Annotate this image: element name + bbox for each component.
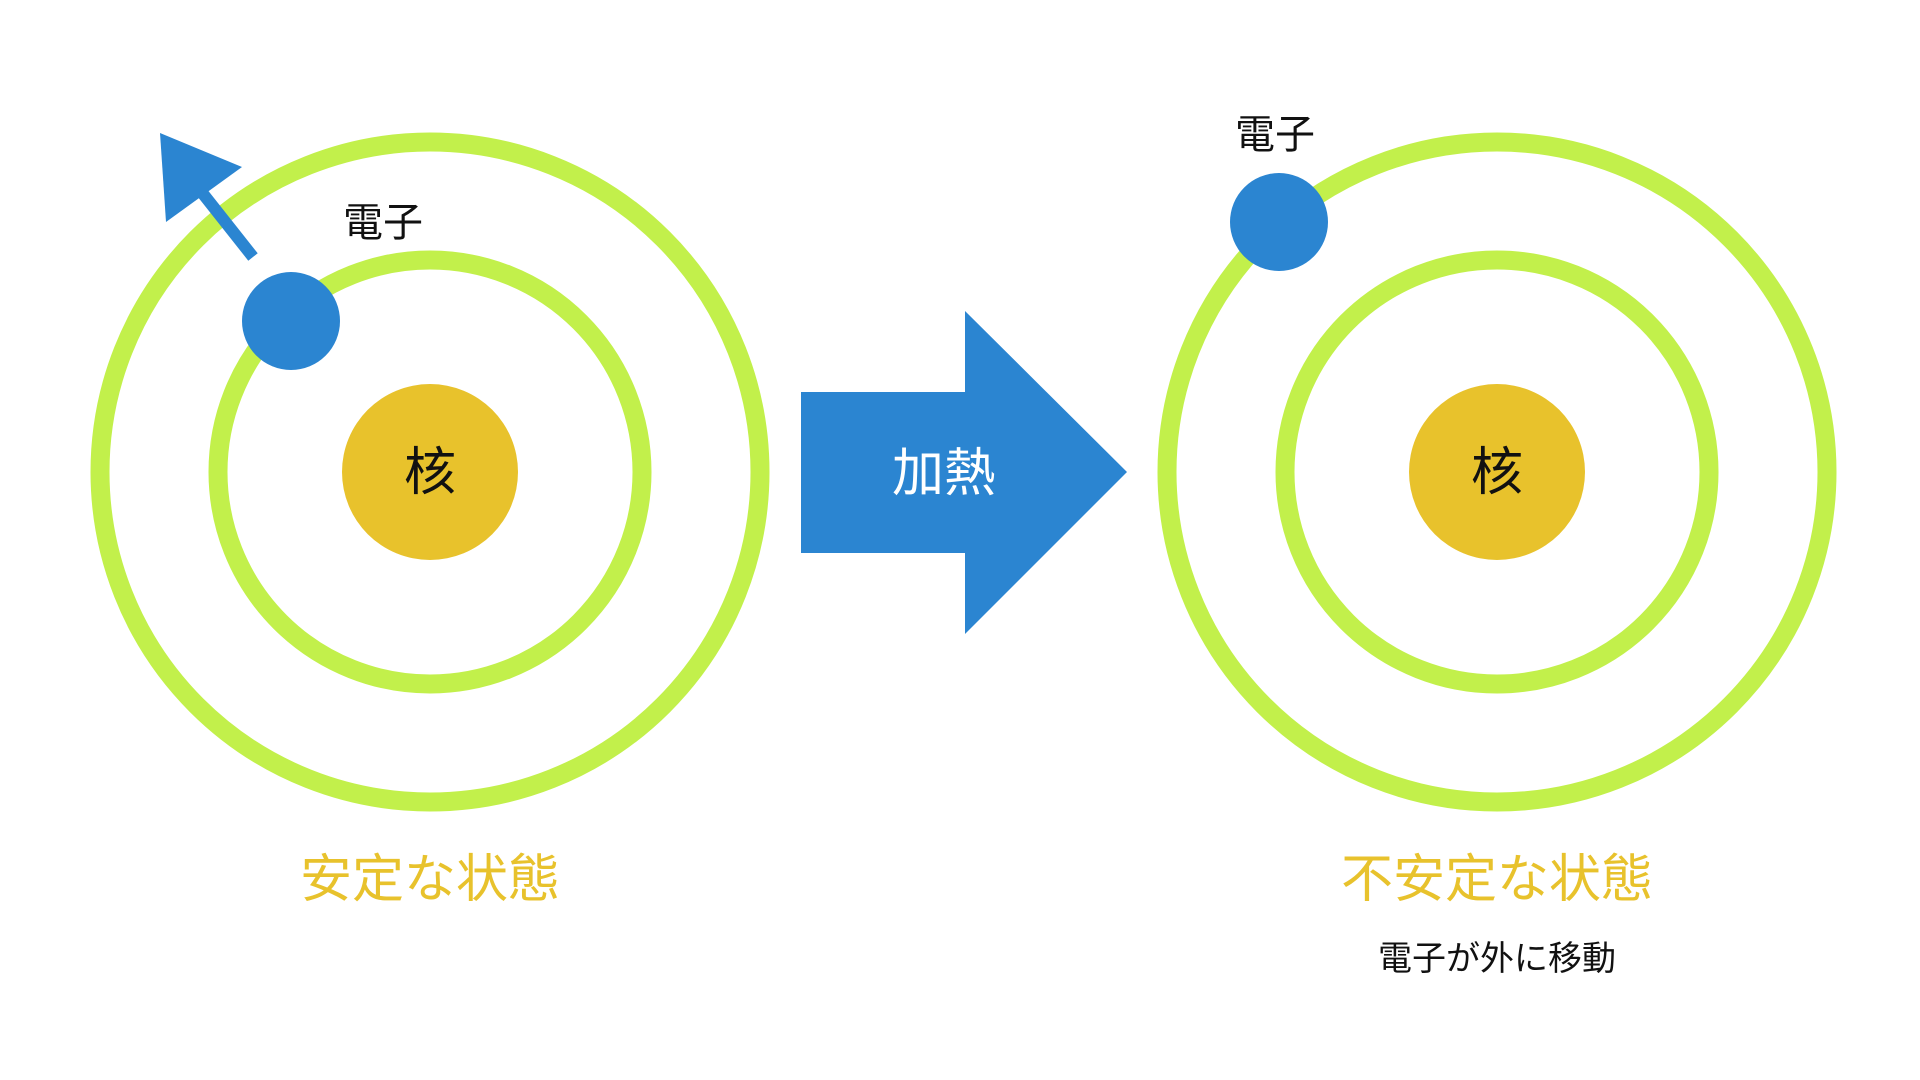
- heating-arrow: 加熱: [801, 311, 1127, 634]
- heating-arrow-label: 加熱: [892, 444, 996, 504]
- left-nucleus: [342, 384, 518, 560]
- right-nucleus-label: 核: [1471, 443, 1523, 503]
- left-electron-label: 電子: [343, 200, 423, 246]
- right-electron: [1230, 173, 1328, 271]
- left-electron-motion-arrow-head: [160, 133, 242, 222]
- left-electron: [242, 272, 340, 370]
- left-electron-motion-arrow-shaft: [195, 186, 258, 261]
- left-atom: 核 電子 安定な状態: [90, 132, 770, 910]
- left-nucleus-label: 核: [404, 443, 456, 503]
- right-nucleus: [1409, 384, 1585, 560]
- left-state-label: 安定な状態: [300, 850, 560, 910]
- heating-arrow-shape: [801, 311, 1127, 634]
- right-state-label: 不安定な状態: [1341, 850, 1653, 910]
- right-electron-label: 電子: [1235, 112, 1315, 158]
- right-outer-orbit: [1157, 132, 1837, 812]
- left-outer-orbit: [90, 132, 770, 812]
- right-note: 電子が外に移動: [1378, 939, 1616, 979]
- right-inner-orbit: [1275, 250, 1719, 694]
- right-atom: 核 電子 不安定な状態 電子が外に移動: [1157, 112, 1837, 979]
- left-inner-orbit: [208, 250, 652, 694]
